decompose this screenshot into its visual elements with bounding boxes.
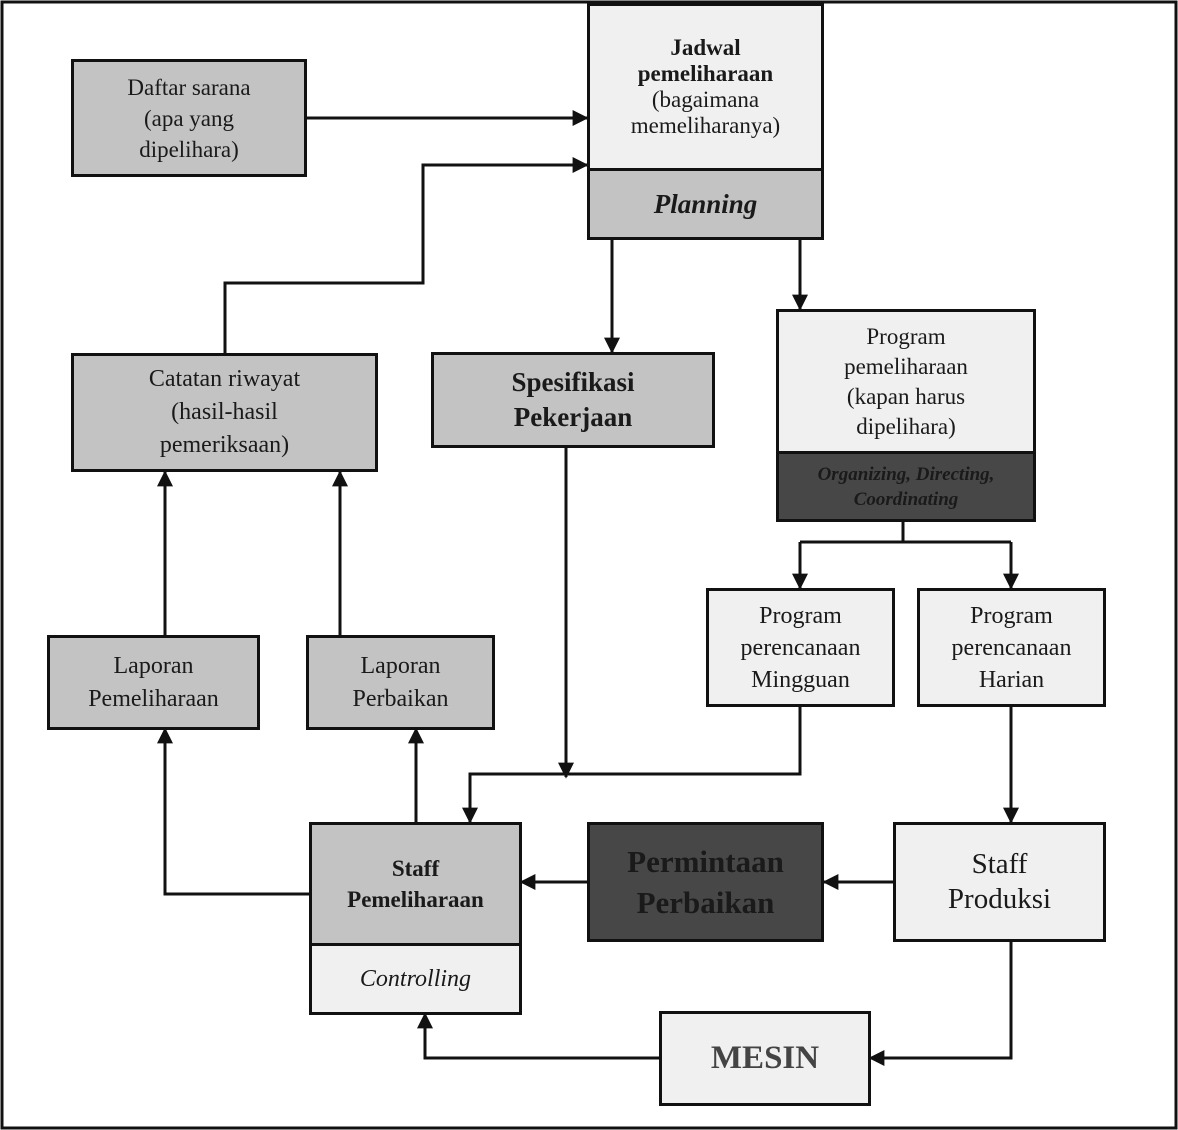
- program-header: Program pemeliharaan (kapan harus dipeli…: [779, 312, 1033, 454]
- arrow-catatan-to-jadwal: [223, 157, 589, 353]
- arrow-staff-pem-to-lap-pemeliharaan: [157, 727, 309, 896]
- arrow-staff-prod-to-mesin: [868, 941, 1013, 1066]
- catatan-line-1: Catatan riwayat: [148, 366, 301, 392]
- branch-program-split: [800, 521, 1011, 544]
- jadwal-header: Jadwal pemeliharaan (bagaimana memelihar…: [590, 6, 821, 171]
- harian-line-1: Program: [970, 602, 1053, 629]
- lap-per-line-1: Laporan: [360, 652, 441, 679]
- staff-pemeliharaan-box: Staff Pemeliharaan Controlling: [309, 822, 522, 1015]
- lap-pem-line-2: Pemeliharaan: [88, 685, 219, 712]
- jadwal-title-2: pemeliharaan: [637, 61, 774, 86]
- program-organizing-band: Organizing, Directing, Coordinating: [779, 454, 1033, 519]
- catatan-line-3: pemeriksaan): [159, 432, 290, 458]
- spesifikasi-pekerjaan-box: Spesifikasi Pekerjaan: [431, 352, 715, 448]
- harian-line-3: Harian: [978, 666, 1045, 693]
- staff-produksi-box: Staff Produksi: [893, 822, 1106, 942]
- staff-pem-controlling-band: Controlling: [312, 946, 519, 1012]
- program-pemeliharaan-box: Program pemeliharaan (kapan harus dipeli…: [776, 309, 1036, 522]
- program-mingguan-box: Program perencanaan Mingguan: [706, 588, 895, 707]
- lap-pem-line-1: Laporan: [113, 652, 194, 679]
- planning-label: Planning: [653, 188, 758, 219]
- spesifikasi-line-2: Pekerjaan: [513, 402, 633, 432]
- mingguan-line-3: Mingguan: [751, 666, 850, 693]
- mesin-label: MESIN: [710, 1040, 820, 1076]
- mesin-box: MESIN: [659, 1011, 871, 1106]
- daftar-line-3: dipelihara): [139, 136, 239, 162]
- daftar-sarana-box: Daftar sarana (apa yang dipelihara): [71, 59, 307, 177]
- mingguan-line-2: perencanaan: [740, 634, 861, 661]
- program-line-3: (kapan harus: [846, 383, 966, 409]
- permintaan-perbaikan-box: Permintaan Perbaikan: [587, 822, 824, 942]
- program-line-1: Program: [866, 323, 946, 349]
- staff-pem-header: Staff Pemeliharaan: [312, 825, 519, 946]
- jadwal-planning-band: Planning: [590, 171, 821, 237]
- daftar-line-2: (apa yang: [143, 105, 235, 131]
- mingguan-line-1: Program: [759, 602, 842, 629]
- staff-prod-line-2: Produksi: [947, 883, 1052, 915]
- permintaan-line-2: Perbaikan: [636, 885, 775, 920]
- harian-line-2: perencanaan: [951, 634, 1072, 661]
- program-line-2: pemeliharaan: [844, 353, 968, 379]
- controlling-label: Controlling: [359, 965, 472, 992]
- laporan-pemeliharaan-box: Laporan Pemeliharaan: [47, 635, 260, 730]
- catatan-line-2: (hasil-hasil: [171, 399, 278, 425]
- organizing-label-1: Organizing, Directing,: [817, 463, 995, 485]
- permintaan-line-1: Permintaan: [627, 844, 784, 879]
- spesifikasi-line-1: Spesifikasi: [511, 367, 635, 397]
- program-harian-box: Program perencanaan Harian: [917, 588, 1106, 707]
- laporan-perbaikan-box: Laporan Perbaikan: [306, 635, 495, 730]
- lap-per-line-2: Perbaikan: [352, 685, 449, 712]
- jadwal-title-1: Jadwal: [670, 35, 741, 60]
- staff-prod-line-1: Staff: [971, 848, 1028, 880]
- organizing-label-2: Coordinating: [853, 488, 959, 510]
- arrow-mesin-staff-pem-both: [417, 1012, 674, 1066]
- staff-pem-line-1: Staff: [391, 856, 440, 881]
- daftar-line-1: Daftar sarana: [127, 74, 251, 100]
- catatan-riwayat-box: Catatan riwayat (hasil-hasil pemeriksaan…: [71, 353, 378, 472]
- jadwal-sub-2: memeliharanya): [630, 113, 781, 138]
- jadwal-sub-1: (bagaimana: [651, 87, 760, 112]
- staff-pem-line-2: Pemeliharaan: [347, 887, 484, 912]
- program-line-4: dipelihara): [856, 413, 956, 439]
- arrow-mingguan-to-staff-pem: [462, 706, 802, 824]
- jadwal-pemeliharaan-box: Jadwal pemeliharaan (bagaimana memelihar…: [587, 3, 824, 240]
